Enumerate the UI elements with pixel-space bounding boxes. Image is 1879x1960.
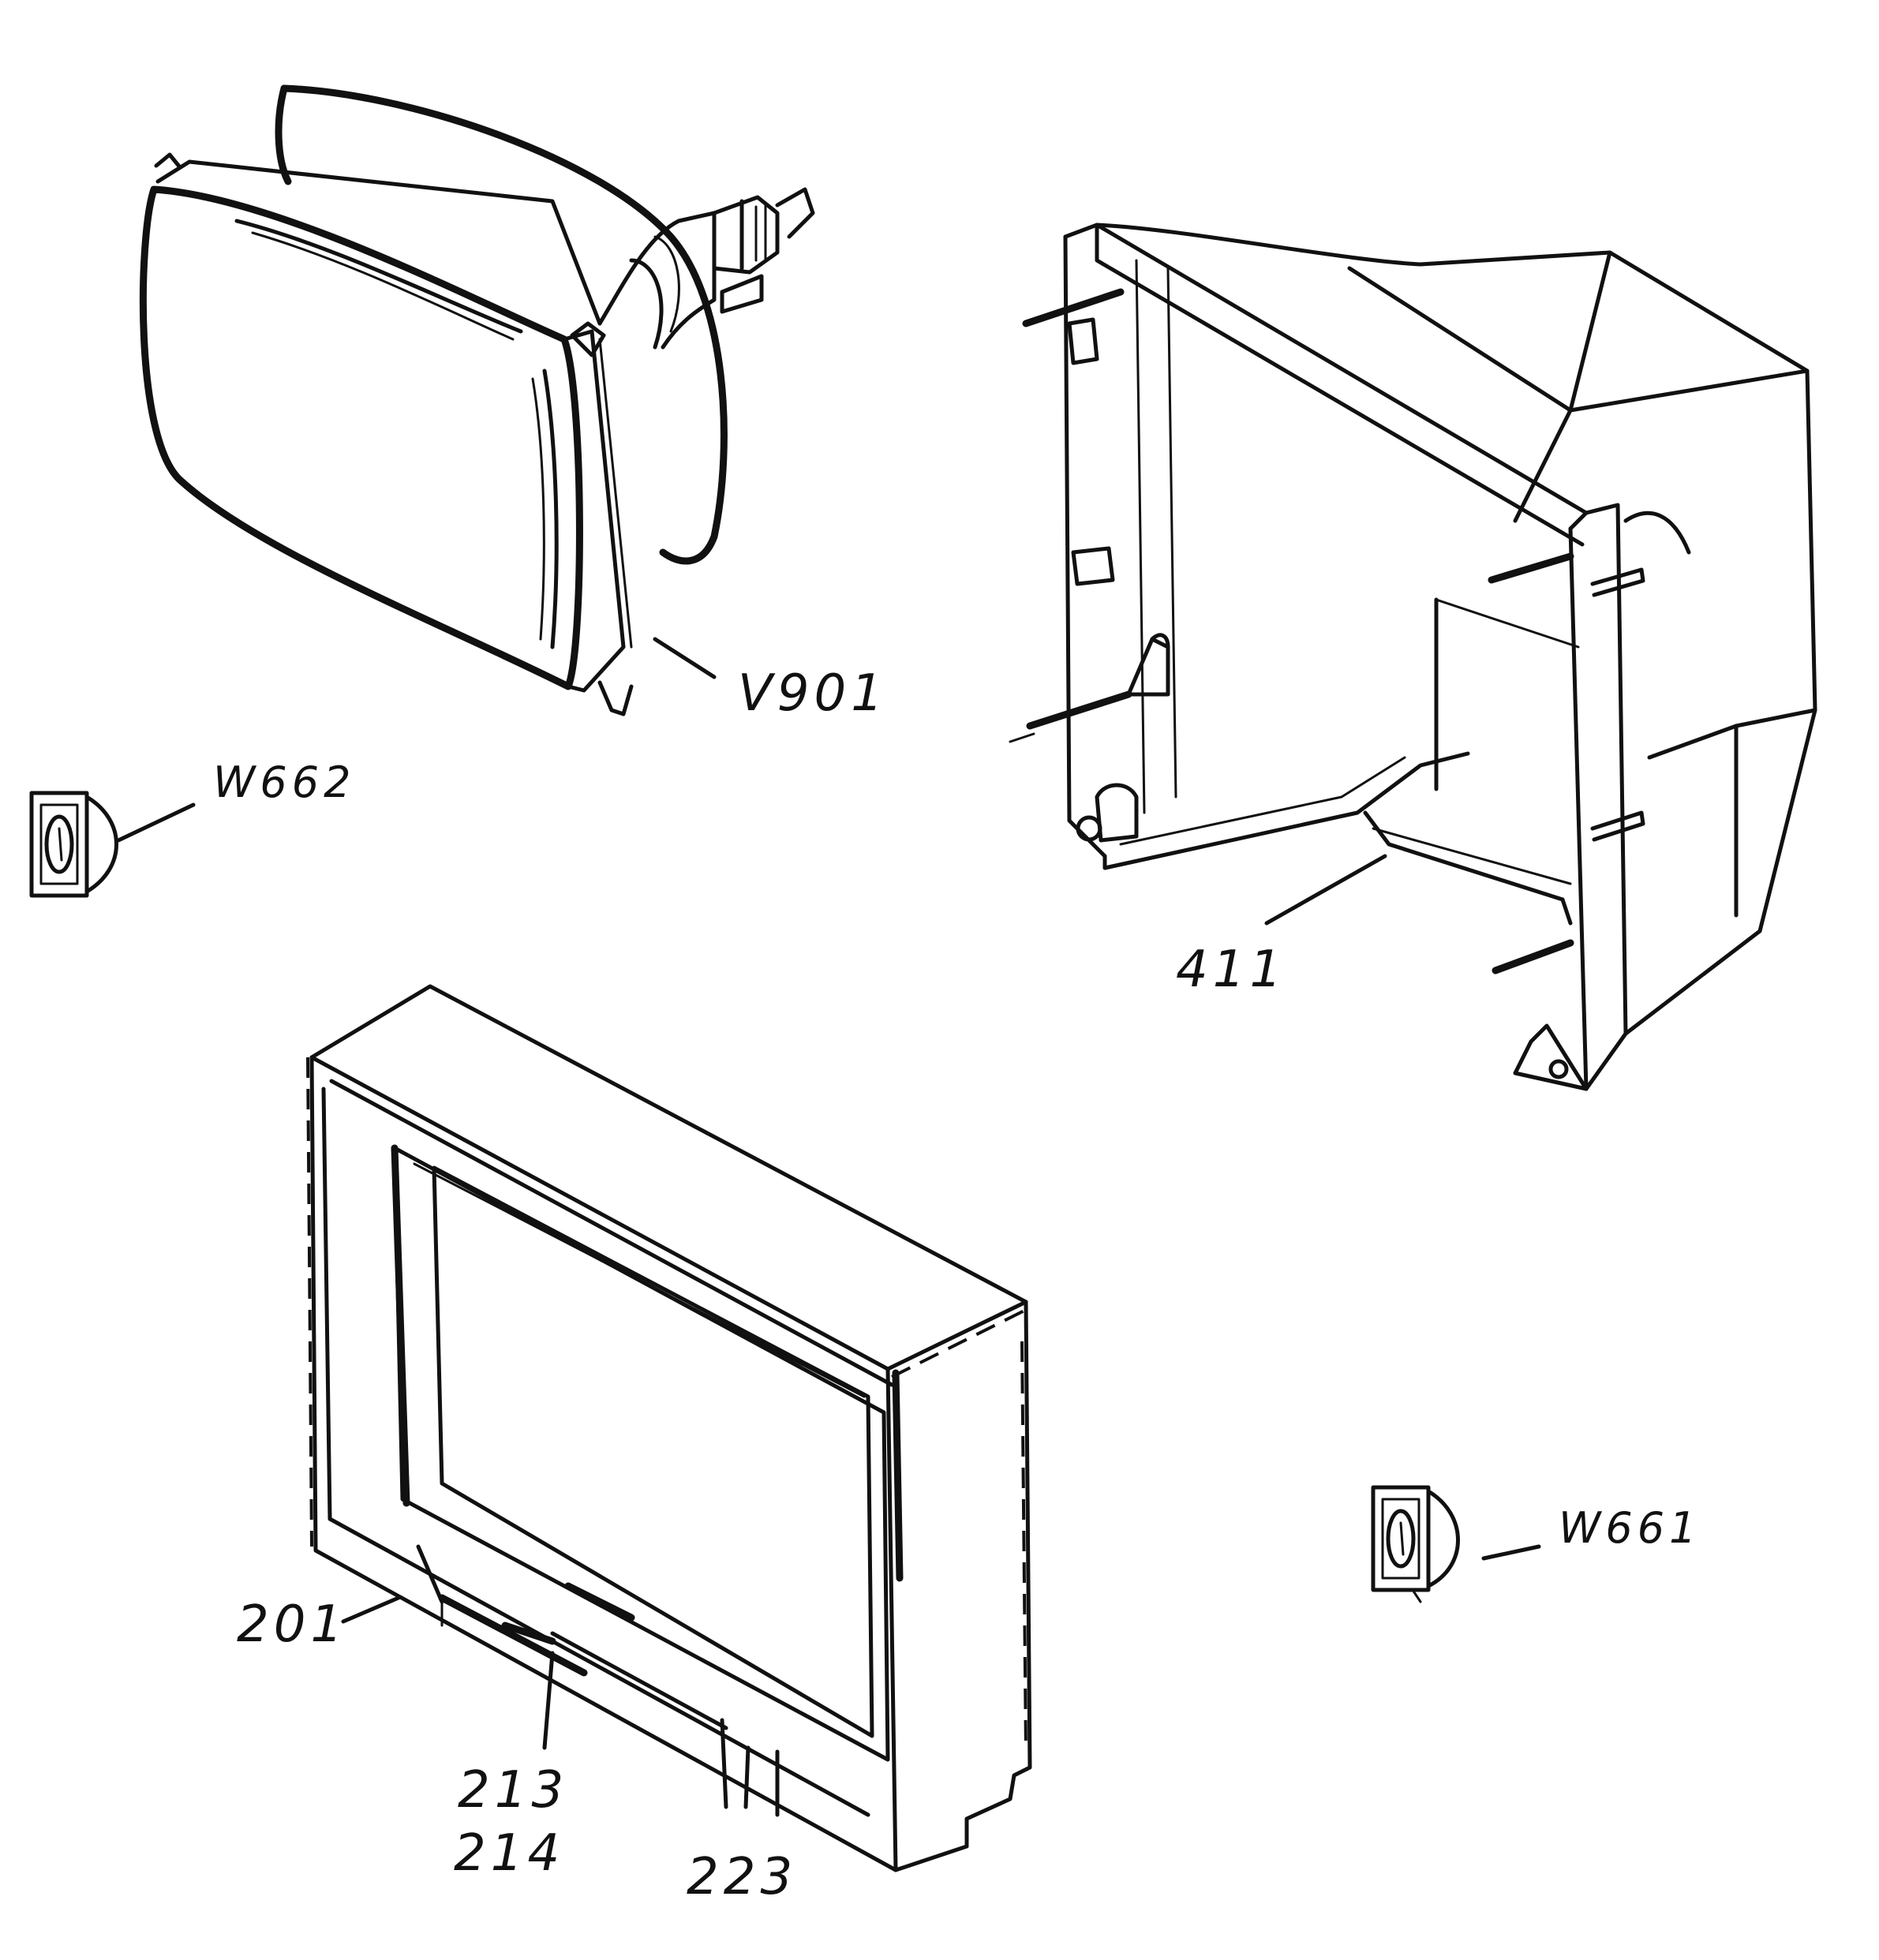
label-w661: W661: [1559, 1503, 1701, 1553]
label-223: 223: [687, 1848, 797, 1906]
speaker-w662-icon: [29, 791, 118, 898]
crt-picture-tube: [139, 84, 815, 716]
label-201: 201: [237, 1595, 347, 1654]
speaker-w661-icon: [1371, 1485, 1460, 1603]
label-411: 411: [1176, 941, 1286, 999]
label-w662: W662: [213, 757, 355, 807]
label-213: 213: [458, 1761, 568, 1820]
label-v901: V901: [738, 664, 888, 723]
front-cabinet: [306, 984, 1032, 1872]
back-cabinet: [1009, 223, 1817, 1091]
label-214: 214: [454, 1824, 564, 1883]
